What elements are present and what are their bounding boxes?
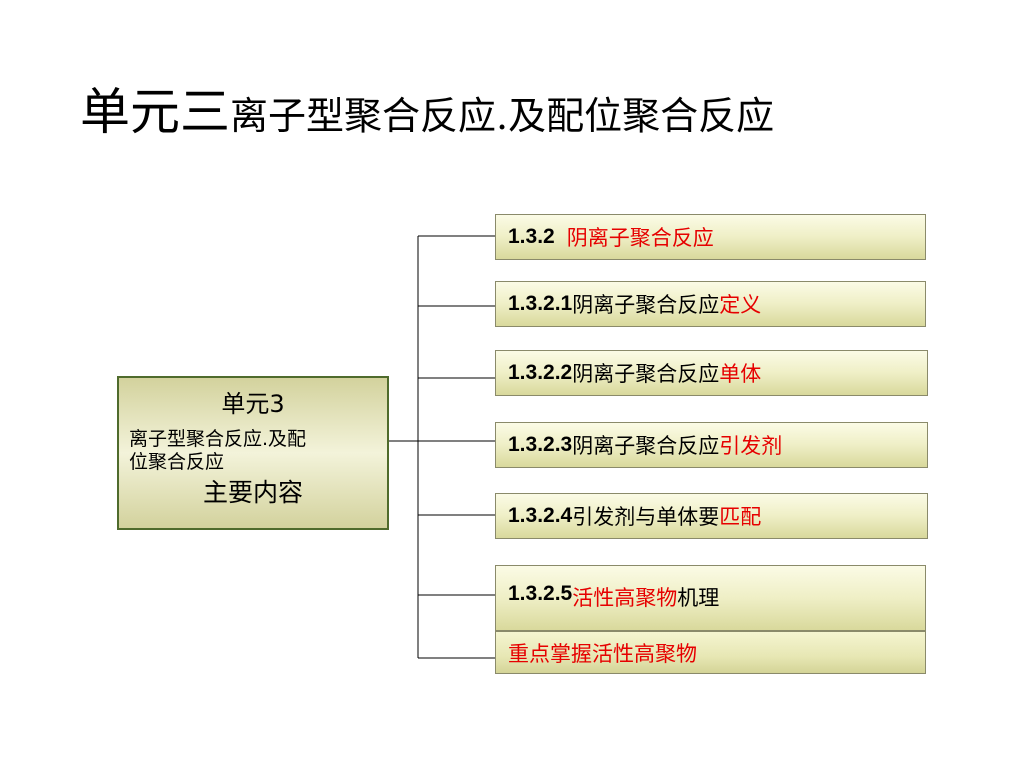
item-highlight: 定义 [719,293,762,317]
item-key-point: 重点掌握活性高聚物 [495,631,926,674]
item-highlight: 引发剂 [719,434,783,458]
item-highlight: 单体 [719,362,762,386]
item-highlight: 活性高聚物 [572,586,678,610]
center-unit-label: 单元3 [221,390,285,418]
item-number: 1.3.2.1 [508,292,573,315]
item-highlight: 匹配 [719,505,762,529]
item-text: 阴离子聚合反应 [572,293,720,317]
item-number: 1.3.2 [508,225,555,248]
item-number: 1.3.2.4 [508,504,573,527]
item-text: 阴离子聚合反应 [572,362,720,386]
item-number: 1.3.2.5 [508,582,573,605]
center-topic-box: 单元3 离子型聚合反应.及配 位聚合反应 主要内容 [117,376,389,530]
center-subtitle-line2: 位聚合反应 [129,451,225,473]
item-1-3-2-3: 1.3.2.3 阴离子聚合反应 引发剂 [495,422,928,468]
title-prefix: 单元三 [80,83,230,141]
item-number: 1.3.2.3 [508,433,573,456]
item-1-3-2-4: 1.3.2.4 引发剂与单体要 匹配 [495,493,928,539]
item-1-3-2: 1.3.2 阴离子聚合反应 [495,214,926,260]
item-1-3-2-1: 1.3.2.1 阴离子聚合反应 定义 [495,281,926,327]
item-text: 阴离子聚合反应 [566,226,714,250]
title-main: 离子型聚合反应.及配位聚合反应 [230,94,775,138]
item-text: 阴离子聚合反应 [572,434,720,458]
center-subtitle-line1: 离子型聚合反应.及配 [129,428,307,450]
item-1-3-2-2: 1.3.2.2 阴离子聚合反应 单体 [495,350,928,396]
item-text: 引发剂与单体要 [572,505,720,529]
item-text: 机理 [677,586,720,610]
key-point-text: 重点掌握活性高聚物 [508,641,697,666]
item-1-3-2-5: 1.3.2.5 活性高聚物 机理 [495,565,926,631]
center-main-content-label: 主要内容 [202,478,303,507]
item-number: 1.3.2.2 [508,361,573,384]
page-title: 单元三 离子型聚合反应.及配位聚合反应 [80,72,774,142]
